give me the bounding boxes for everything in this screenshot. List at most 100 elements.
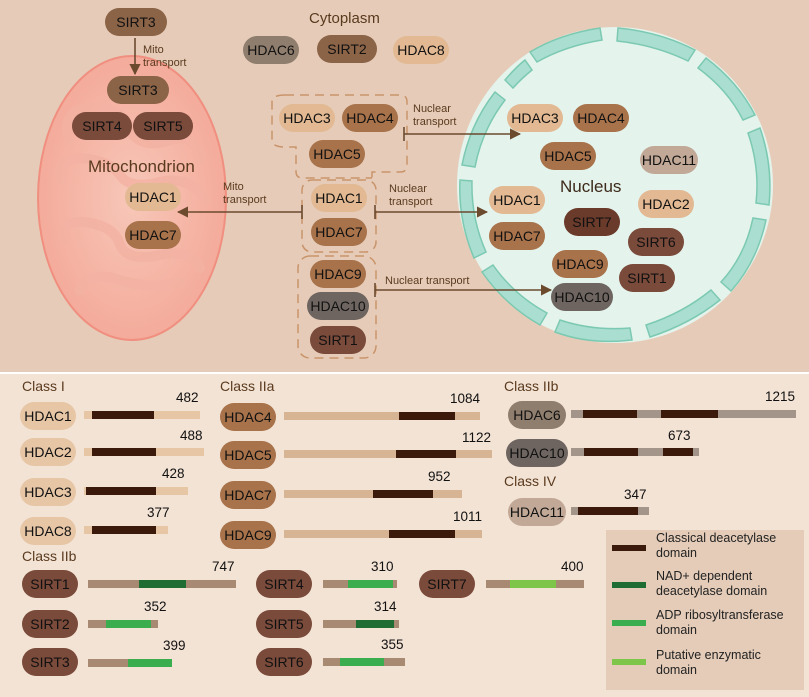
hdac3-domain-pill: HDAC3 bbox=[20, 478, 76, 506]
hdac11-length: 347 bbox=[624, 487, 647, 502]
sirt2-cytoplasm: SIRT2 bbox=[317, 35, 377, 63]
hdac9-length: 1011 bbox=[453, 509, 483, 524]
legend-label-nad: NAD+ dependent deacetylase domain bbox=[656, 569, 768, 598]
hdac6-length: 1215 bbox=[765, 389, 796, 404]
sirt4-adp-domain bbox=[348, 580, 393, 588]
sirt6-nucleus: SIRT6 bbox=[628, 228, 684, 256]
hdac7-classical-domain bbox=[373, 490, 433, 498]
hdac10-classical-domain-2 bbox=[663, 448, 693, 456]
hdac2-classical-domain bbox=[92, 448, 156, 456]
sirt5-nad-domain bbox=[356, 620, 394, 628]
nuclear-transport-label-2: Nuclear transport bbox=[389, 183, 433, 208]
hdac3-length: 428 bbox=[162, 466, 185, 481]
sirt7-domain-pill: SIRT7 bbox=[419, 570, 475, 598]
hdac9-cytoplasm: HDAC9 bbox=[310, 260, 366, 288]
hdac10-length: 673 bbox=[668, 428, 691, 443]
sirt4-length: 310 bbox=[371, 559, 394, 574]
sirt5-domain-pill: SIRT5 bbox=[256, 610, 312, 638]
legend-swatch-classical bbox=[612, 545, 646, 551]
hdac1-domain-pill: HDAC1 bbox=[20, 402, 76, 430]
hdac8-cytoplasm: HDAC8 bbox=[393, 36, 449, 64]
mito-transport-label-2: Mito transport bbox=[223, 181, 267, 206]
nucleus-label: Nucleus bbox=[560, 177, 622, 196]
sirt7-putative-domain bbox=[510, 580, 556, 588]
hdac6-cytoplasm: HDAC6 bbox=[243, 36, 299, 64]
sirt6-domain-pill: SIRT6 bbox=[256, 648, 312, 676]
hdac1-length: 482 bbox=[176, 390, 199, 405]
hdac9-bar bbox=[284, 530, 482, 538]
hdac6-classical-domain-2 bbox=[661, 410, 718, 418]
hdac2-length: 488 bbox=[180, 428, 203, 443]
nuclear-envelope bbox=[459, 27, 771, 343]
hdac4-classical-domain bbox=[399, 412, 455, 420]
class-iib-sirt-heading: Class IIb bbox=[22, 548, 77, 564]
sirt4-domain-pill: SIRT4 bbox=[256, 570, 312, 598]
legend-label-classical: Classical deacetylase domain bbox=[656, 531, 777, 560]
sirt3-mito: SIRT3 bbox=[107, 76, 169, 104]
hdac2-domain-pill: HDAC2 bbox=[20, 438, 76, 466]
group-hdac345 bbox=[271, 94, 408, 180]
hdac4-nucleus: HDAC4 bbox=[573, 104, 629, 132]
sirt3-cytoplasm: SIRT3 bbox=[105, 8, 167, 36]
hdac6-classical-domain-1 bbox=[583, 410, 637, 418]
legend-label-putative: Putative enzymatic domain bbox=[656, 648, 761, 677]
nuclear-transport-label-1: Nuclear transport bbox=[413, 103, 457, 128]
hdac4-length: 1084 bbox=[450, 391, 481, 406]
mito-transport-label-1: Mito transport bbox=[143, 44, 187, 69]
hdac3-cytoplasm: HDAC3 bbox=[279, 104, 335, 132]
sirt1-cytoplasm: SIRT1 bbox=[310, 326, 366, 354]
legend-swatch-putative bbox=[612, 659, 646, 665]
sirt6-length: 355 bbox=[381, 637, 404, 652]
hdac1-mito: HDAC1 bbox=[125, 183, 181, 211]
hdac5-nucleus: HDAC5 bbox=[540, 142, 596, 170]
hdac7-cytoplasm: HDAC7 bbox=[311, 218, 367, 246]
hdac4-domain-pill: HDAC4 bbox=[220, 403, 276, 431]
legend-label-adp: ADP ribosyltransferase domain bbox=[656, 608, 784, 637]
hdac5-cytoplasm: HDAC5 bbox=[309, 140, 365, 168]
hdac10-classical-domain-1 bbox=[584, 448, 638, 456]
hdac11-classical-domain bbox=[578, 507, 638, 515]
hdac5-domain-pill: HDAC5 bbox=[220, 441, 276, 469]
sirt1-nucleus: SIRT1 bbox=[619, 264, 675, 292]
hdac5-bar bbox=[284, 450, 492, 458]
hdac8-length: 377 bbox=[147, 505, 170, 520]
hdac7-domain-pill: HDAC7 bbox=[220, 481, 276, 509]
sirt2-adp-domain bbox=[106, 620, 151, 628]
class-iib-hdac-heading: Class IIb bbox=[504, 378, 559, 394]
sirt4-mito: SIRT4 bbox=[72, 112, 132, 140]
sirt3-length: 399 bbox=[163, 638, 186, 653]
sirt6-adp-domain bbox=[340, 658, 384, 666]
hdac10-cytoplasm: HDAC10 bbox=[307, 292, 369, 320]
hdac1-classical-domain bbox=[92, 411, 154, 419]
hdac8-classical-domain bbox=[92, 526, 156, 534]
hdac7-mito: HDAC7 bbox=[125, 221, 181, 249]
sirt1-length: 747 bbox=[212, 559, 235, 574]
sirt5-length: 314 bbox=[374, 599, 397, 614]
hdac1-cytoplasm: HDAC1 bbox=[311, 184, 367, 212]
cytoplasm-label: Cytoplasm bbox=[309, 10, 380, 27]
hdac4-cytoplasm: HDAC4 bbox=[342, 104, 398, 132]
class-iv-heading: Class IV bbox=[504, 473, 557, 489]
hdac3-classical-domain bbox=[86, 487, 156, 495]
hdac7-length: 952 bbox=[428, 469, 451, 484]
class-iia-heading: Class IIa bbox=[220, 378, 275, 394]
hdac5-length: 1122 bbox=[462, 430, 492, 445]
hdac10-nucleus: HDAC10 bbox=[551, 283, 613, 311]
hdac6-domain-pill: HDAC6 bbox=[508, 401, 566, 429]
hdac11-domain-pill: HDAC11 bbox=[508, 498, 566, 526]
hdac8-domain-pill: HDAC8 bbox=[20, 517, 76, 545]
class-i-heading: Class I bbox=[22, 378, 65, 394]
hdac1-nucleus: HDAC1 bbox=[489, 186, 545, 214]
hdac9-nucleus: HDAC9 bbox=[552, 250, 608, 278]
sirt2-length: 352 bbox=[144, 599, 167, 614]
hdac10-domain-pill: HDAC10 bbox=[506, 439, 568, 467]
sirt3-domain-pill: SIRT3 bbox=[22, 648, 78, 676]
hdac7-nucleus: HDAC7 bbox=[489, 222, 545, 250]
hdac9-classical-domain bbox=[389, 530, 455, 538]
hdac5-classical-domain bbox=[396, 450, 456, 458]
sirt3-adp-domain bbox=[128, 659, 172, 667]
legend-swatch-nad bbox=[612, 582, 646, 588]
hdac9-domain-pill: HDAC9 bbox=[220, 521, 276, 549]
hdac4-bar bbox=[284, 412, 480, 420]
